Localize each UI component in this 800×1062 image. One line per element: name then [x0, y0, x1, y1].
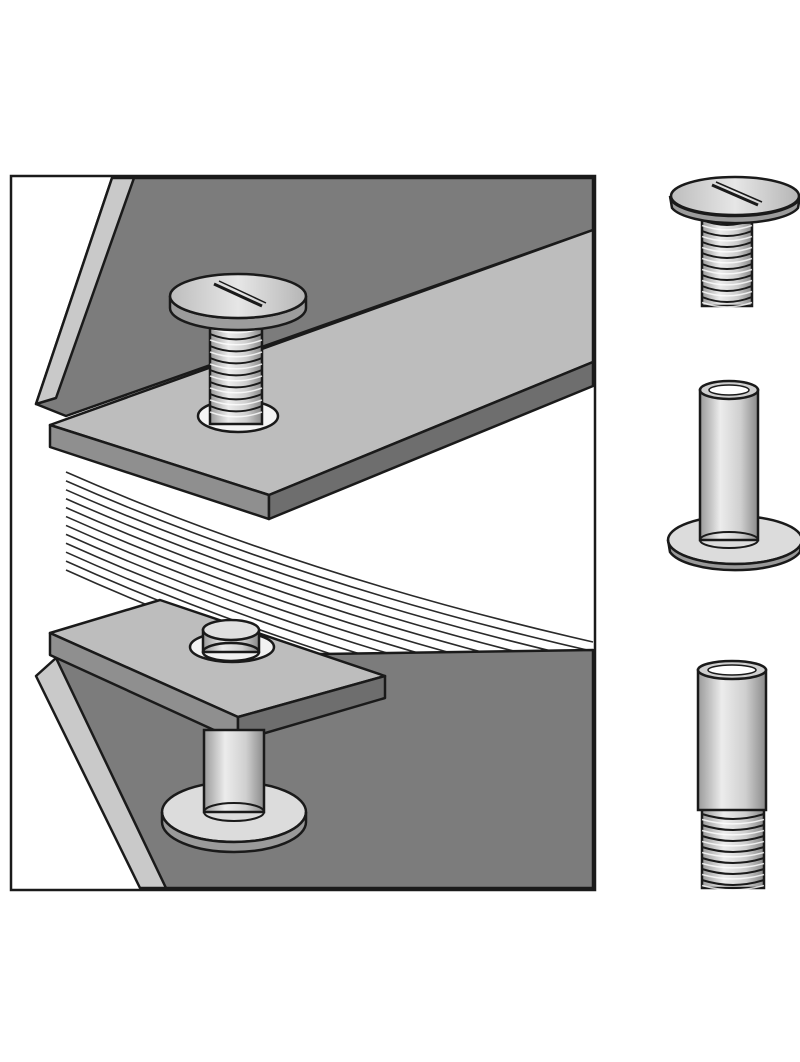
upper-cover-edge [34, 176, 136, 406]
thread-line [209, 381, 263, 389]
thread-line [701, 868, 765, 875]
thread-line [209, 345, 263, 353]
thread-highlight [209, 399, 263, 406]
thread-highlight [701, 301, 753, 308]
thread-highlight [701, 829, 765, 836]
thread-line [209, 393, 263, 401]
post-top-icon [201, 618, 261, 663]
thread-line [209, 357, 263, 365]
thread-highlight [209, 387, 263, 394]
binding-screw-icon [668, 175, 800, 308]
thread-line [701, 835, 765, 842]
thread-line [701, 230, 753, 237]
thread-highlight [701, 246, 753, 253]
thread-highlight [701, 840, 765, 847]
screw-thread-icon [208, 316, 264, 426]
thread-line [701, 857, 765, 864]
thread-highlight [701, 235, 753, 242]
thread-line [701, 879, 765, 886]
screw-head-icon [168, 272, 308, 332]
thread-highlight [209, 375, 263, 382]
paper-sheet-line [65, 471, 594, 643]
thread-highlight [209, 363, 263, 370]
thread-highlight [701, 818, 765, 825]
thread-line [701, 241, 753, 248]
thread-highlight [209, 351, 263, 358]
thread-highlight [209, 411, 263, 418]
thread-line [701, 846, 765, 853]
thread-highlight [209, 339, 263, 346]
thread-line [701, 274, 753, 281]
thread-highlight [701, 851, 765, 858]
post-flange-icon [160, 728, 308, 854]
thread-line [701, 285, 753, 292]
thread-line [209, 333, 263, 341]
thread-line [701, 813, 765, 820]
assembly-panel [9, 174, 597, 892]
thread-highlight [701, 884, 765, 891]
thread-highlight [701, 224, 753, 231]
paper-sheet-line [65, 489, 594, 662]
thread-highlight [701, 257, 753, 264]
thread-highlight [701, 873, 765, 880]
binding-post-icon [666, 379, 800, 572]
thread-highlight [701, 290, 753, 297]
frame-border [9, 174, 597, 892]
thread-line [701, 296, 753, 303]
thread-highlight [701, 862, 765, 869]
thread-line [701, 824, 765, 831]
thread-line [209, 369, 263, 377]
thread-highlight [701, 268, 753, 275]
post-extension-icon [696, 659, 768, 891]
thread-line [701, 263, 753, 270]
thread-highlight [701, 279, 753, 286]
thread-line [209, 405, 263, 413]
paper-sheet-line [65, 480, 594, 653]
lower-cover-edge [34, 656, 168, 890]
upper-plate-side [267, 360, 595, 521]
thread-line [701, 252, 753, 259]
